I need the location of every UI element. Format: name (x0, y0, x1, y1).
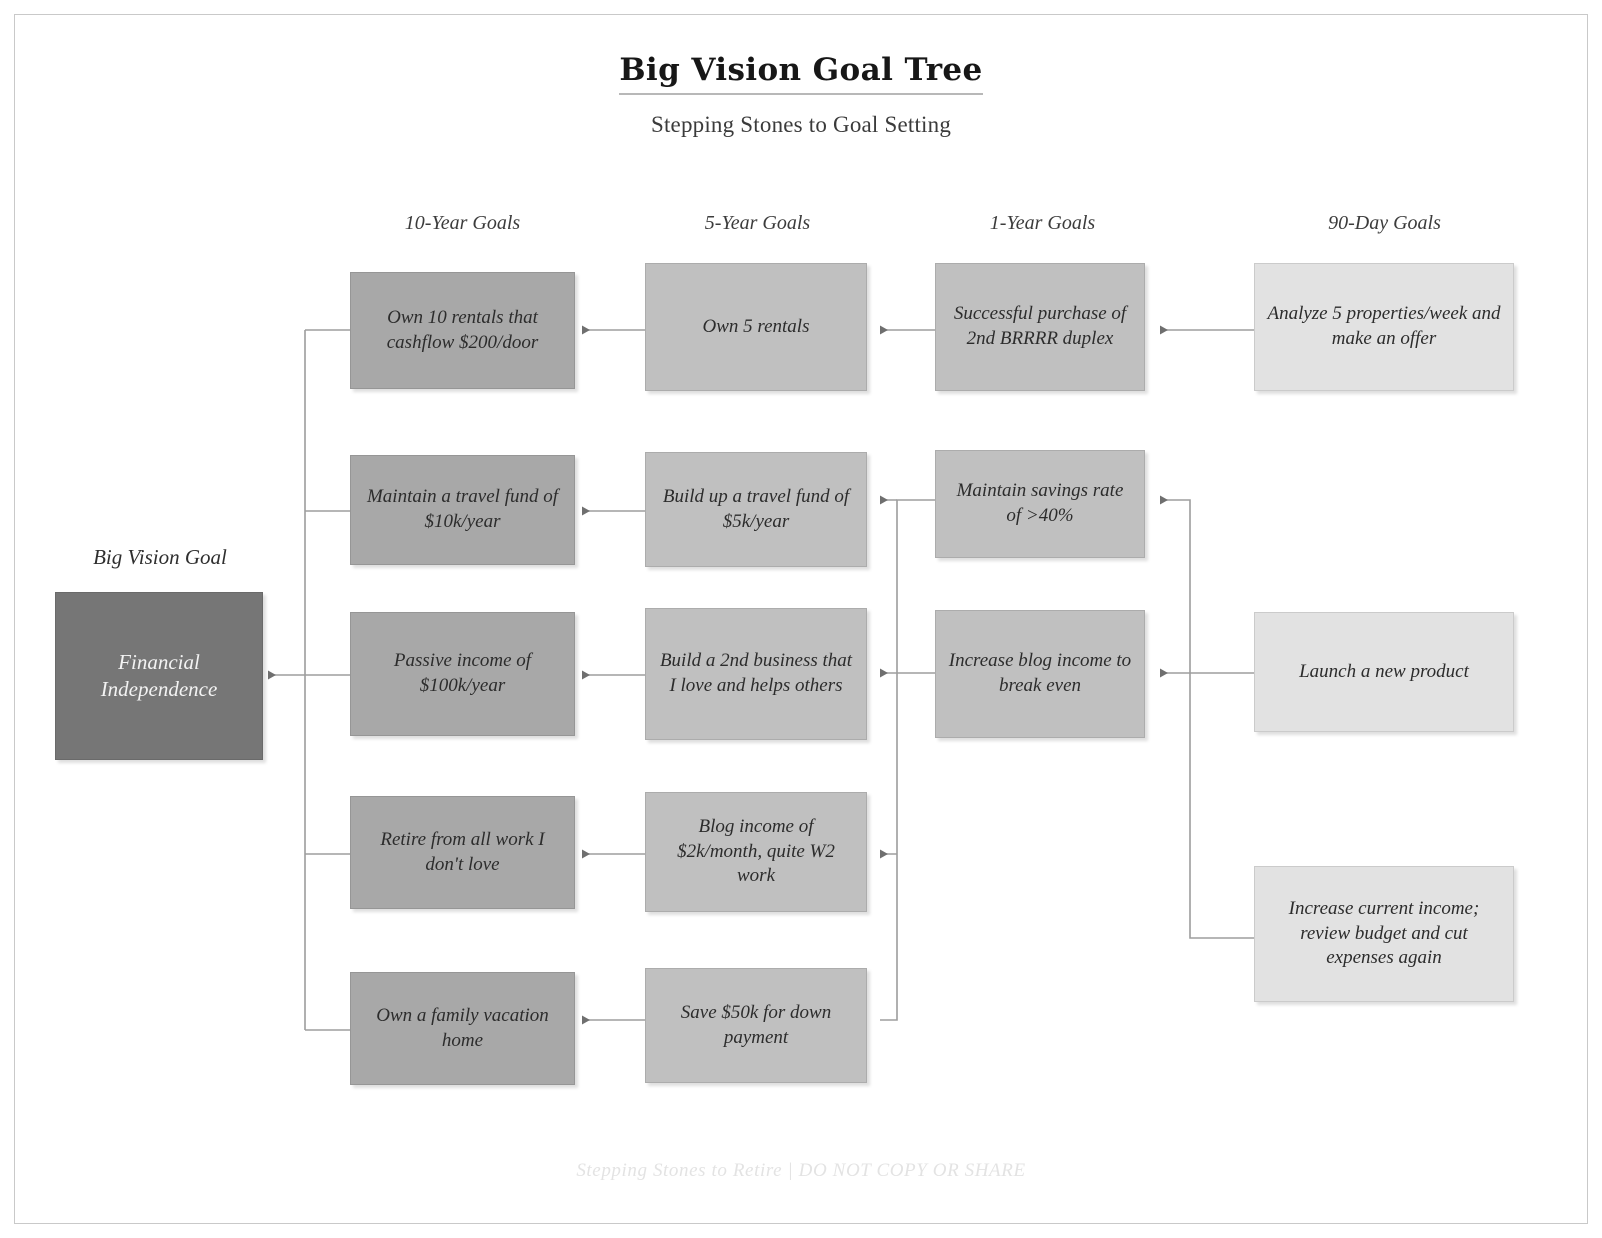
node-label: Own 10 rentals that cashflow $200/door (386, 306, 539, 353)
node-5yr-second-business[interactable]: Build a 2nd business that I love and hel… (645, 608, 867, 740)
node-label: Increase current income; review budget a… (1288, 897, 1480, 969)
node-10yr-travel-fund[interactable]: Maintain a travel fund of $10k/year (350, 455, 575, 565)
node-10yr-vacation-home[interactable]: Own a family vacation home (350, 972, 575, 1085)
node-label: Own 5 rentals (702, 315, 810, 337)
node-label: Increase blog income to break even (948, 650, 1132, 696)
page-title: Big Vision Goal Tree (619, 52, 983, 95)
root-caption: Big Vision Goal (93, 545, 227, 569)
node-5yr-blog-income[interactable]: Blog income of $2k/month, quite W2 work (645, 792, 867, 912)
page-subtitle: Stepping Stones to Goal Setting (650, 112, 952, 137)
node-label: Own a family vacation home (376, 1004, 549, 1051)
node-1yr-savings-rate[interactable]: Maintain savings rate of >40% (935, 450, 1145, 558)
node-10yr-passive-income[interactable]: Passive income of $100k/year (350, 612, 575, 736)
node-label: Successful purchase of 2nd BRRRR duplex (953, 303, 1127, 349)
node-1yr-blog-break-even[interactable]: Increase blog income to break even (935, 610, 1145, 738)
node-label: Financial Independence (100, 649, 218, 701)
node-big-vision-goal[interactable]: Financial Independence (55, 592, 263, 760)
node-90d-launch-product[interactable]: Launch a new product (1254, 612, 1514, 732)
node-label: Build a 2nd business that I love and hel… (659, 650, 853, 696)
node-10yr-retire[interactable]: Retire from all work I don't love (350, 796, 575, 909)
node-5yr-travel-fund[interactable]: Build up a travel fund of $5k/year (645, 452, 867, 567)
column-header-1-year: 1-Year Goals (989, 212, 1096, 234)
page-header: Big Vision Goal Tree Stepping Stones to … (0, 52, 1602, 138)
node-label: Blog income of $2k/month, quite W2 work (677, 815, 835, 887)
node-label: Save $50k for down payment (680, 1001, 832, 1048)
column-header-10-year: 10-Year Goals (404, 212, 521, 234)
node-5yr-down-payment[interactable]: Save $50k for down payment (645, 968, 867, 1083)
node-label: Build up a travel fund of $5k/year (662, 485, 850, 532)
node-label: Passive income of $100k/year (393, 650, 532, 696)
node-1yr-brrrr-duplex[interactable]: Successful purchase of 2nd BRRRR duplex (935, 263, 1145, 391)
column-header-90-day: 90-Day Goals (1328, 212, 1441, 234)
node-label: Maintain savings rate of >40% (956, 480, 1124, 526)
node-label: Analyze 5 properties/week and make an of… (1267, 303, 1501, 349)
node-90d-analyze-properties[interactable]: Analyze 5 properties/week and make an of… (1254, 263, 1514, 391)
node-10yr-rentals[interactable]: Own 10 rentals that cashflow $200/door (350, 272, 575, 389)
node-5yr-own-5-rentals[interactable]: Own 5 rentals (645, 263, 867, 391)
node-90d-increase-income[interactable]: Increase current income; review budget a… (1254, 866, 1514, 1002)
node-label: Retire from all work I don't love (380, 828, 545, 875)
node-label: Launch a new product (1299, 660, 1469, 682)
column-header-5-year: 5-Year Goals (704, 212, 811, 234)
node-label: Maintain a travel fund of $10k/year (366, 486, 559, 532)
footer-watermark: Stepping Stones to Retire | DO NOT COPY … (576, 1160, 1026, 1181)
